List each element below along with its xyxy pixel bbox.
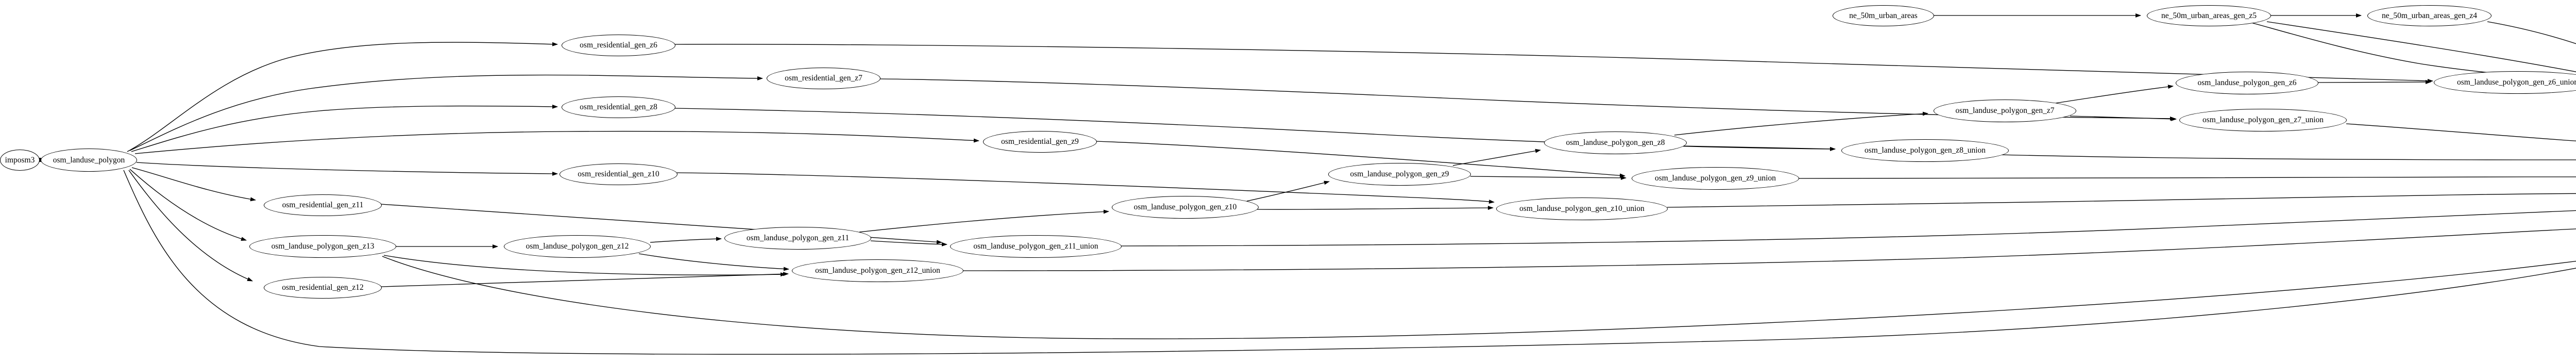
node-osm-landuse-polygon-gen-z12[interactable]: osm_landuse_polygon_gen_z12 xyxy=(504,235,651,258)
node-osm-landuse-polygon-gen-z11[interactable]: osm_landuse_polygon_gen_z11 xyxy=(724,227,871,250)
node-label: osm_residential_gen_z11 xyxy=(282,201,364,210)
node-imposm3[interactable]: imposm3 xyxy=(0,150,40,171)
node-osm-residential-gen-z7[interactable]: osm_residential_gen_z7 xyxy=(767,68,880,89)
node-osm-landuse-polygon-gen-z13[interactable]: osm_landuse_polygon_gen_z13 xyxy=(249,235,396,258)
node-label: ne_50m_urban_areas xyxy=(1849,11,1918,20)
node-osm-landuse-polygon-gen-z9-union[interactable]: osm_landuse_polygon_gen_z9_union xyxy=(1632,167,1799,190)
node-label: ne_50m_urban_areas_gen_z4 xyxy=(2381,11,2478,20)
node-osm-residential-gen-z11[interactable]: osm_residential_gen_z11 xyxy=(264,194,382,216)
node-osm-landuse-polygon-gen-z10-union[interactable]: osm_landuse_polygon_gen_z10_union xyxy=(1496,198,1668,220)
node-label: osm_landuse_polygon_gen_z6_union xyxy=(2456,78,2576,87)
node-osm-landuse-polygon-gen-z12-union[interactable]: osm_landuse_polygon_gen_z12_union xyxy=(792,259,963,282)
node-label: osm_residential_gen_z12 xyxy=(282,283,364,292)
node-label: osm_residential_gen_z9 xyxy=(1001,137,1079,146)
node-ne-50m-urban-areas[interactable]: ne_50m_urban_areas xyxy=(1833,5,1934,26)
node-label: osm_residential_gen_z7 xyxy=(785,74,862,83)
node-label: osm_landuse_polygon xyxy=(53,155,125,164)
node-label: osm_landuse_polygon_gen_z9 xyxy=(1350,170,1449,179)
node-osm-landuse-polygon-gen-z8[interactable]: osm_landuse_polygon_gen_z8 xyxy=(1544,131,1687,154)
node-label: osm_residential_gen_z6 xyxy=(580,41,657,50)
node-label: osm_landuse_polygon_gen_z11_union xyxy=(973,242,1098,251)
node-label: osm_landuse_polygon_gen_z13 xyxy=(271,242,375,251)
node-ne-50m-urban-areas-gen-z4[interactable]: ne_50m_urban_areas_gen_z4 xyxy=(2367,5,2492,26)
node-label: osm_landuse_polygon_gen_z8 xyxy=(1566,138,1665,147)
node-label: osm_landuse_polygon_gen_z10_union xyxy=(1519,204,1645,213)
node-osm-landuse-polygon[interactable]: osm_landuse_polygon xyxy=(41,149,137,172)
node-label: osm_landuse_polygon_gen_z8_union xyxy=(1864,146,1986,155)
node-osm-landuse-polygon-gen-z6-union[interactable]: osm_landuse_polygon_gen_z6_union xyxy=(2434,71,2576,94)
node-label: osm_residential_gen_z10 xyxy=(578,170,659,179)
node-ne-50m-urban-areas-gen-z5[interactable]: ne_50m_urban_areas_gen_z5 xyxy=(2147,5,2271,26)
node-osm-landuse-polygon-gen-z7[interactable]: osm_landuse_polygon_gen_z7 xyxy=(1934,100,2076,122)
node-label: osm_landuse_polygon_gen_z12_union xyxy=(815,266,940,275)
node-label: osm_landuse_polygon_gen_z6 xyxy=(2197,78,2297,88)
node-osm-landuse-polygon-gen-z8-union[interactable]: osm_landuse_polygon_gen_z8_union xyxy=(1841,139,2009,162)
node-osm-landuse-polygon-gen-z10[interactable]: osm_landuse_polygon_gen_z10 xyxy=(1112,196,1259,219)
node-label: osm_landuse_polygon_gen_z7 xyxy=(1955,106,2055,116)
node-label: osm_landuse_polygon_gen_z12 xyxy=(526,242,629,251)
node-osm-residential-gen-z12[interactable]: osm_residential_gen_z12 xyxy=(264,277,382,299)
node-label: osm_landuse_polygon_gen_z7_union xyxy=(2202,116,2324,125)
node-label: ne_50m_urban_areas_gen_z5 xyxy=(2161,11,2257,20)
node-label: osm_landuse_polygon_gen_z10 xyxy=(1133,203,1237,212)
node-osm-residential-gen-z9[interactable]: osm_residential_gen_z9 xyxy=(983,131,1097,153)
node-label: imposm3 xyxy=(5,155,35,164)
node-osm-landuse-polygon-gen-z9[interactable]: osm_landuse_polygon_gen_z9 xyxy=(1328,163,1471,186)
node-label: osm_landuse_polygon_gen_z11 xyxy=(746,234,850,243)
node-label: osm_landuse_polygon_gen_z9_union xyxy=(1654,174,1776,183)
node-osm-landuse-polygon-gen-z6[interactable]: osm_landuse_polygon_gen_z6 xyxy=(2176,72,2318,94)
node-osm-residential-gen-z10[interactable]: osm_residential_gen_z10 xyxy=(560,163,677,185)
node-osm-residential-gen-z8[interactable]: osm_residential_gen_z8 xyxy=(562,96,675,118)
node-osm-landuse-polygon-gen-z11-union[interactable]: osm_landuse_polygon_gen_z11_union xyxy=(950,235,1122,258)
node-label: osm_residential_gen_z8 xyxy=(580,103,657,112)
node-osm-landuse-polygon-gen-z7-union[interactable]: osm_landuse_polygon_gen_z7_union xyxy=(2179,109,2347,131)
node-osm-residential-gen-z6[interactable]: osm_residential_gen_z6 xyxy=(562,35,675,56)
